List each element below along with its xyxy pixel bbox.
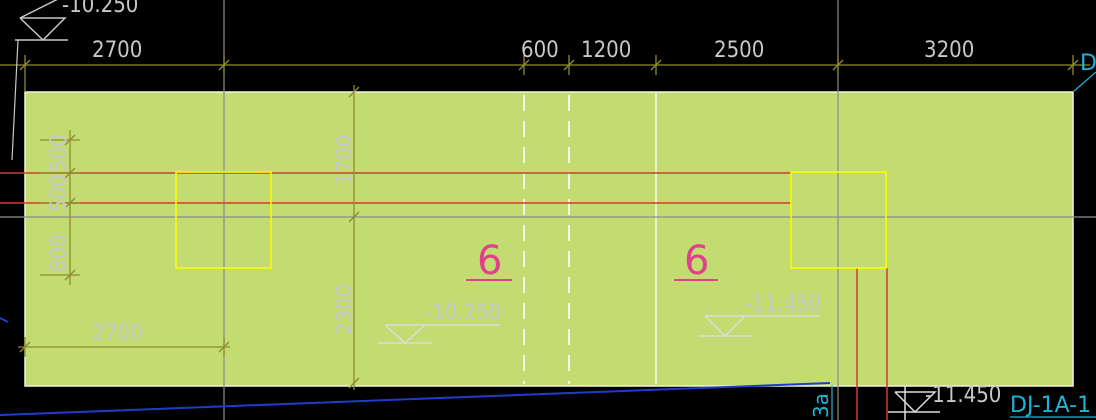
left-dimension-chain bbox=[40, 130, 80, 285]
top-dim-2700: 2700 bbox=[92, 38, 142, 63]
axis-marker-d: D bbox=[1080, 51, 1096, 76]
foundation-tag-label[interactable]: DJ-1A-1 bbox=[1010, 393, 1091, 418]
elevation-bottom-label: -11.450 bbox=[925, 383, 1001, 408]
elevation-right-label: -11.450 bbox=[745, 292, 821, 317]
inner-dim-1700: 1700 bbox=[333, 135, 358, 185]
vertical-tag-3a: 3a bbox=[809, 393, 833, 418]
region-number-right[interactable]: 6 bbox=[684, 238, 709, 284]
inner-horizontal-dimension bbox=[18, 337, 230, 357]
elevation-marker-left bbox=[378, 324, 500, 345]
top-dim-1200: 1200 bbox=[581, 38, 631, 63]
elevation-marker-bottom bbox=[888, 385, 940, 420]
column-box-left[interactable] bbox=[175, 171, 272, 269]
inner-dim-2300: 2300 bbox=[333, 285, 358, 335]
left-dim-500-b: 500 bbox=[47, 174, 72, 212]
axis-marker-d-leader bbox=[1072, 71, 1096, 93]
elevation-top-label: -10.250 bbox=[62, 0, 138, 18]
top-dimension-chain bbox=[0, 55, 1090, 92]
top-dim-3200: 3200 bbox=[924, 38, 974, 63]
inner-dim-2700: 2700 bbox=[92, 321, 142, 346]
foundation-slab[interactable] bbox=[24, 91, 1074, 387]
elevation-marker-top bbox=[11, 0, 68, 161]
top-dim-600: 600 bbox=[521, 38, 559, 63]
top-dim-2500: 2500 bbox=[714, 38, 764, 63]
inner-vertical-dimension bbox=[348, 85, 360, 390]
column-box-right[interactable] bbox=[790, 171, 887, 269]
blue-boundary-line bbox=[0, 382, 831, 416]
region-number-left[interactable]: 6 bbox=[477, 238, 502, 284]
left-dim-500-a: 500 bbox=[47, 134, 72, 172]
left-dim-800: 800 bbox=[47, 234, 72, 272]
elevation-marker-right bbox=[698, 315, 820, 338]
elevation-left-label: -10.250 bbox=[425, 301, 501, 326]
blue-edge-left bbox=[0, 317, 9, 323]
